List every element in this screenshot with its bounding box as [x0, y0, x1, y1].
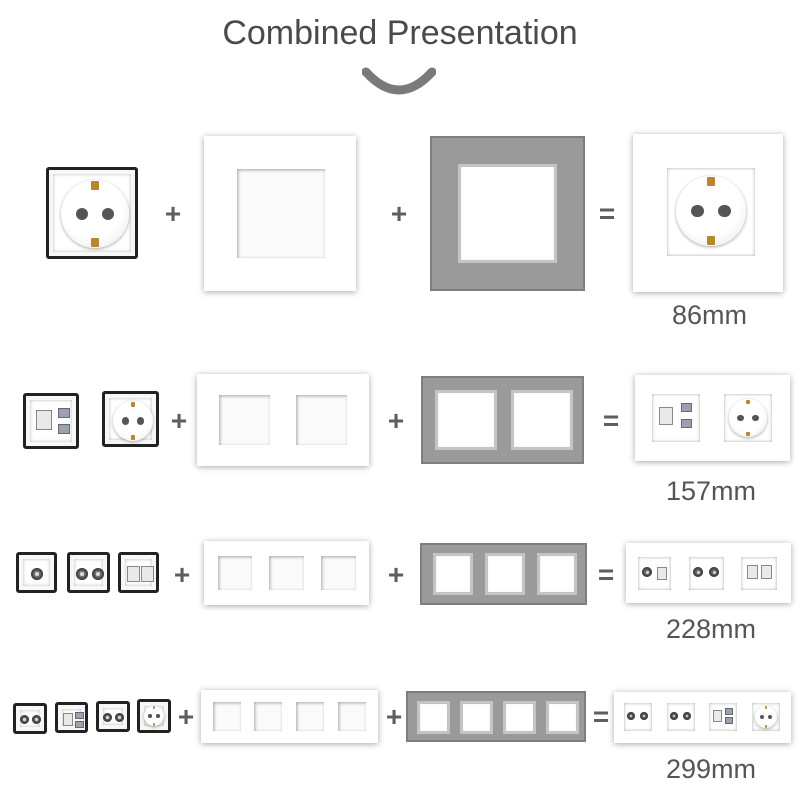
schuko-socket-module — [137, 699, 171, 733]
coax-port-icon — [76, 568, 88, 580]
usb-port-icon — [681, 403, 692, 412]
assembled-socket-1-gang — [633, 134, 783, 292]
coax-port-icon — [31, 568, 43, 580]
plus-sign: + — [164, 198, 182, 229]
rj45-port-icon — [713, 710, 722, 722]
rj45-usb-module — [55, 702, 88, 733]
rj45-port-icon — [63, 713, 73, 726]
usb-port-icon — [75, 721, 84, 728]
schuko-socket-icon — [729, 399, 767, 437]
cover-plate-2-gang — [197, 374, 369, 466]
page-title: Combined Presentation — [222, 14, 578, 52]
rj45-port-icon — [747, 565, 758, 579]
mounting-frame-2-gang — [421, 376, 584, 464]
mounting-frame-1-gang — [430, 136, 585, 291]
coax-port-icon — [32, 715, 41, 724]
schuko-socket-icon — [755, 706, 777, 728]
usb-port-icon — [725, 717, 733, 724]
coax-port-icon — [627, 712, 635, 720]
cover-plate-4-gang — [201, 690, 378, 743]
chevron-down-icon — [362, 67, 436, 95]
schuko-socket-module — [46, 167, 138, 259]
mounting-frame-3-gang — [420, 543, 587, 605]
rj45-port-icon — [127, 566, 140, 582]
equals-sign: = — [598, 198, 616, 229]
tv-double-module — [13, 703, 47, 734]
dimension-label: 228mm — [666, 614, 757, 644]
mounting-frame-4-gang — [406, 691, 586, 742]
plus-sign: + — [170, 405, 188, 436]
schuko-socket-icon — [676, 176, 746, 246]
plus-sign: + — [177, 701, 195, 732]
usb-port-icon — [58, 424, 70, 434]
schuko-socket-icon — [113, 401, 153, 441]
usb-port-icon — [58, 408, 70, 418]
schuko-socket-module — [102, 391, 159, 447]
assembled-socket-2-gang — [635, 375, 790, 461]
rj45-usb-module — [23, 393, 79, 449]
dimension-label: 86mm — [672, 300, 748, 330]
plus-sign: + — [387, 405, 405, 436]
plus-sign: + — [385, 701, 403, 732]
coax-port-icon — [115, 713, 124, 722]
dimension-label: 299mm — [666, 754, 757, 784]
rj45-port-icon — [657, 567, 667, 580]
coax-port-icon — [642, 567, 652, 577]
plus-sign: + — [390, 198, 408, 229]
tv-sat-module — [67, 552, 110, 593]
usb-port-icon — [75, 712, 84, 719]
coax-port-icon — [640, 712, 648, 720]
rj45-port-icon — [36, 410, 52, 430]
coax-port-icon — [670, 712, 678, 720]
rj45-port-icon — [141, 566, 154, 582]
coax-port-icon — [92, 568, 104, 580]
cover-plate-1-gang — [204, 136, 356, 291]
dimension-label: 157mm — [666, 476, 757, 506]
cover-plate-3-gang — [204, 541, 369, 605]
schuko-socket-icon — [61, 180, 129, 248]
plus-sign: + — [387, 559, 405, 590]
rj45-port-icon — [659, 407, 673, 425]
tv-module — [16, 552, 57, 593]
rj45-double-module — [118, 552, 159, 593]
coax-port-icon — [20, 715, 29, 724]
schuko-socket-icon — [144, 706, 164, 726]
rj45-port-icon — [761, 565, 772, 579]
equals-sign: = — [602, 405, 620, 436]
coax-port-icon — [709, 567, 719, 577]
tv-sat-module — [96, 701, 130, 732]
equals-sign: = — [597, 559, 615, 590]
equals-sign: = — [592, 701, 610, 732]
coax-port-icon — [103, 713, 112, 722]
usb-port-icon — [681, 419, 692, 428]
assembled-socket-3-gang — [626, 543, 791, 603]
usb-port-icon — [725, 708, 733, 715]
assembled-socket-4-gang — [614, 692, 791, 743]
coax-port-icon — [683, 712, 691, 720]
coax-port-icon — [693, 567, 703, 577]
plus-sign: + — [173, 559, 191, 590]
